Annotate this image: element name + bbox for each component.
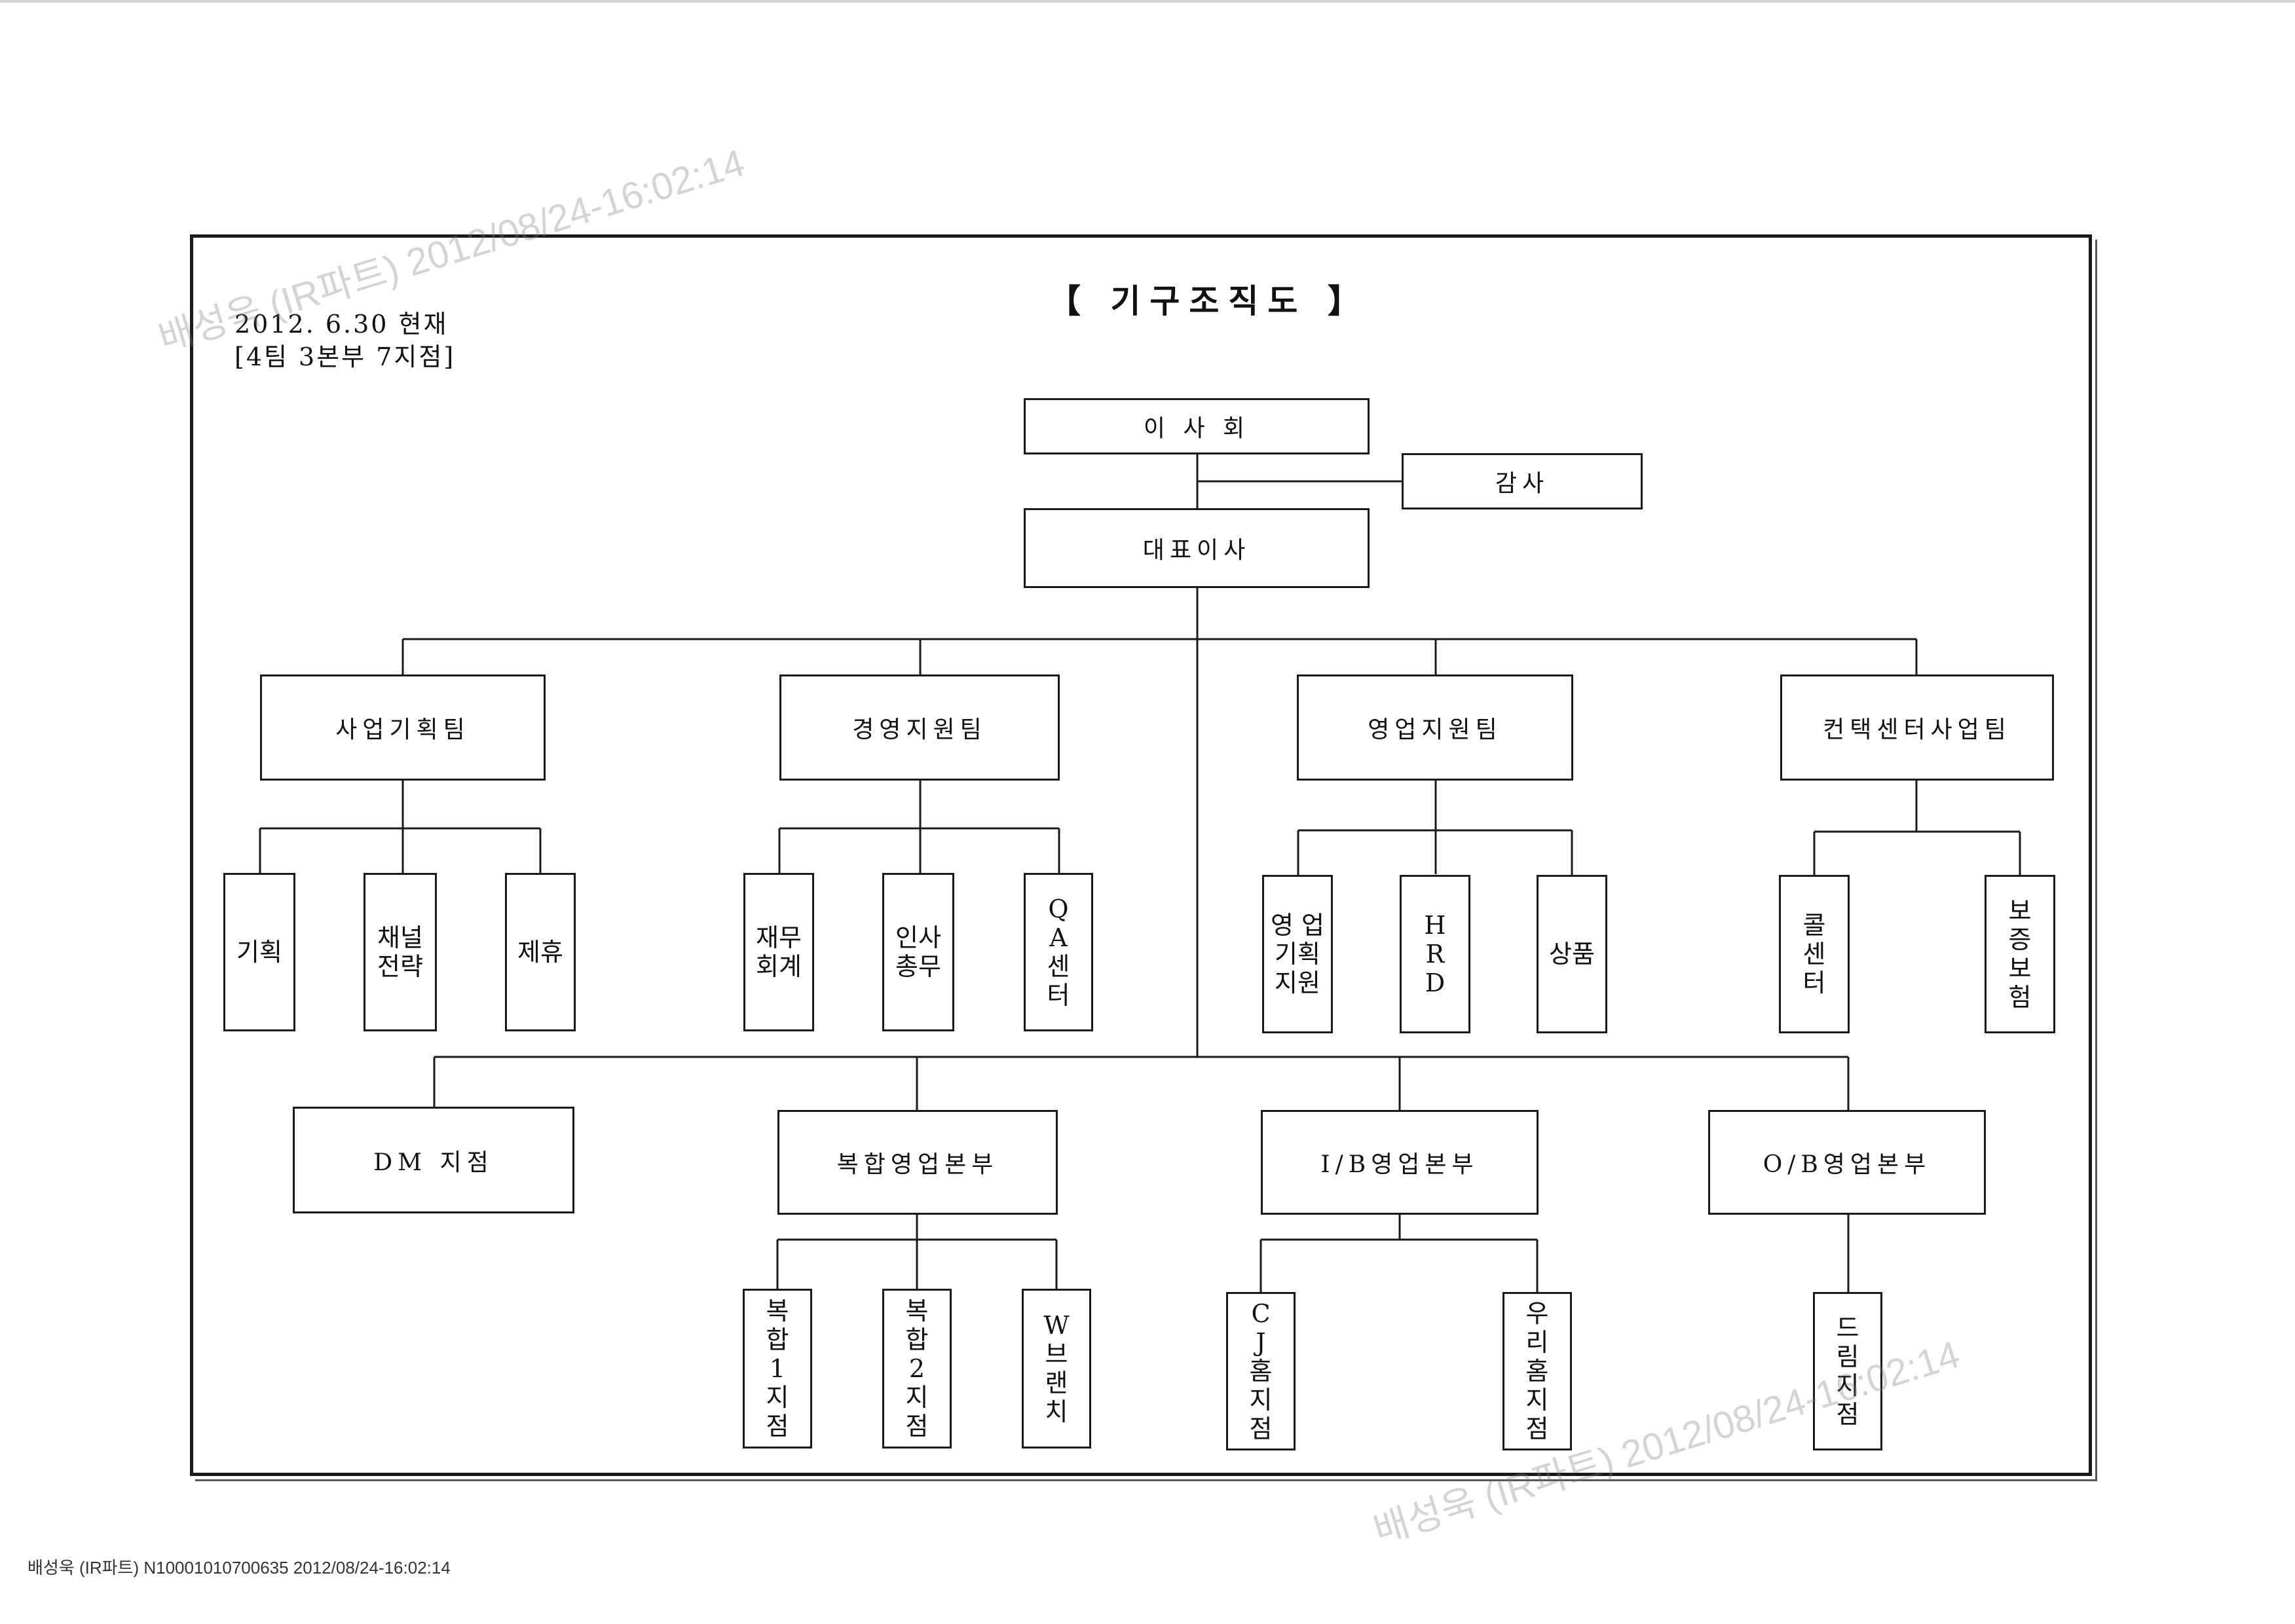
- branch-label: W 브 랜 치: [1043, 1311, 1070, 1426]
- team-box-sales-support: 영업지원팀: [1297, 674, 1573, 781]
- team-box-business-planning: 사업기획팀: [260, 674, 546, 781]
- unit-box: H R D: [1400, 875, 1470, 1033]
- branch-box: C J 홈 지 점: [1226, 1292, 1296, 1450]
- unit-label: 채널 전략: [377, 923, 423, 981]
- team-box-management-support: 경영지원팀: [779, 674, 1060, 781]
- branch-box: 드 림 지 점: [1813, 1292, 1882, 1450]
- date-line: 2012. 6.30 현재: [234, 310, 449, 339]
- unit-box: 제휴: [505, 873, 576, 1031]
- date-note: 2012. 6.30 현재 [4팀 3본부 7지점]: [234, 308, 455, 373]
- footer-stamp: 배성욱 (IR파트) N10001010700635 2012/08/24-16…: [28, 1558, 451, 1578]
- branch-box: 우 리 홈 지 점: [1502, 1292, 1572, 1450]
- unit-label: 영 업 기획 지원: [1271, 911, 1324, 997]
- unit-label: 상품: [1549, 940, 1595, 969]
- unit-label: 제휴: [517, 938, 563, 967]
- branch-label: 복 합 2 지 점: [905, 1297, 929, 1441]
- branch-label: 우 리 홈 지 점: [1525, 1299, 1549, 1443]
- division-box-dm-branch: DM 지점: [293, 1107, 574, 1213]
- division-box-complex-sales: 복합영업본부: [777, 1110, 1058, 1215]
- unit-box: 영 업 기획 지원: [1262, 875, 1333, 1033]
- unit-label: H R D: [1424, 911, 1446, 997]
- branch-box: 복 합 1 지 점: [743, 1289, 812, 1449]
- ceo-box: 대표이사: [1024, 508, 1370, 588]
- unit-label: 콜 센 터: [1802, 911, 1826, 997]
- unit-box: 상품: [1537, 875, 1607, 1033]
- unit-box: Q A 센 터: [1024, 873, 1093, 1031]
- unit-box: 기획: [223, 873, 295, 1031]
- summary-line: [4팀 3본부 7지점]: [234, 342, 456, 371]
- team-box-contact-center: 컨택센터사업팀: [1780, 674, 2054, 781]
- chart-frame: [190, 234, 2092, 1476]
- unit-box: 콜 센 터: [1779, 875, 1850, 1033]
- unit-box: 재무 회계: [743, 873, 814, 1031]
- audit-box: 감사: [1402, 453, 1643, 509]
- unit-label: 기획: [236, 938, 282, 967]
- board-box: 이 사 회: [1024, 398, 1370, 454]
- division-box-ob-sales: O/B영업본부: [1708, 1110, 1986, 1215]
- unit-box: 채널 전략: [364, 873, 437, 1031]
- unit-box: 보 증 보 험: [1985, 875, 2055, 1033]
- branch-label: 복 합 1 지 점: [766, 1297, 789, 1441]
- unit-label: Q A 센 터: [1047, 895, 1070, 1010]
- branch-box: W 브 랜 치: [1022, 1289, 1091, 1449]
- frame-shadow: [195, 240, 2097, 1481]
- branch-label: C J 홈 지 점: [1249, 1299, 1273, 1443]
- unit-box: 인사 총무: [882, 873, 954, 1031]
- unit-label: 재무 회계: [756, 923, 802, 981]
- division-box-ib-sales: I/B영업본부: [1261, 1110, 1539, 1215]
- branch-box: 복 합 2 지 점: [882, 1289, 952, 1449]
- branch-label: 드 림 지 점: [1836, 1314, 1859, 1429]
- scan-top-edge: [0, 0, 2295, 3]
- unit-label: 보 증 보 험: [2008, 896, 2032, 1012]
- unit-label: 인사 총무: [895, 923, 941, 981]
- chart-title: 【 기구조직도 】: [1048, 282, 1370, 320]
